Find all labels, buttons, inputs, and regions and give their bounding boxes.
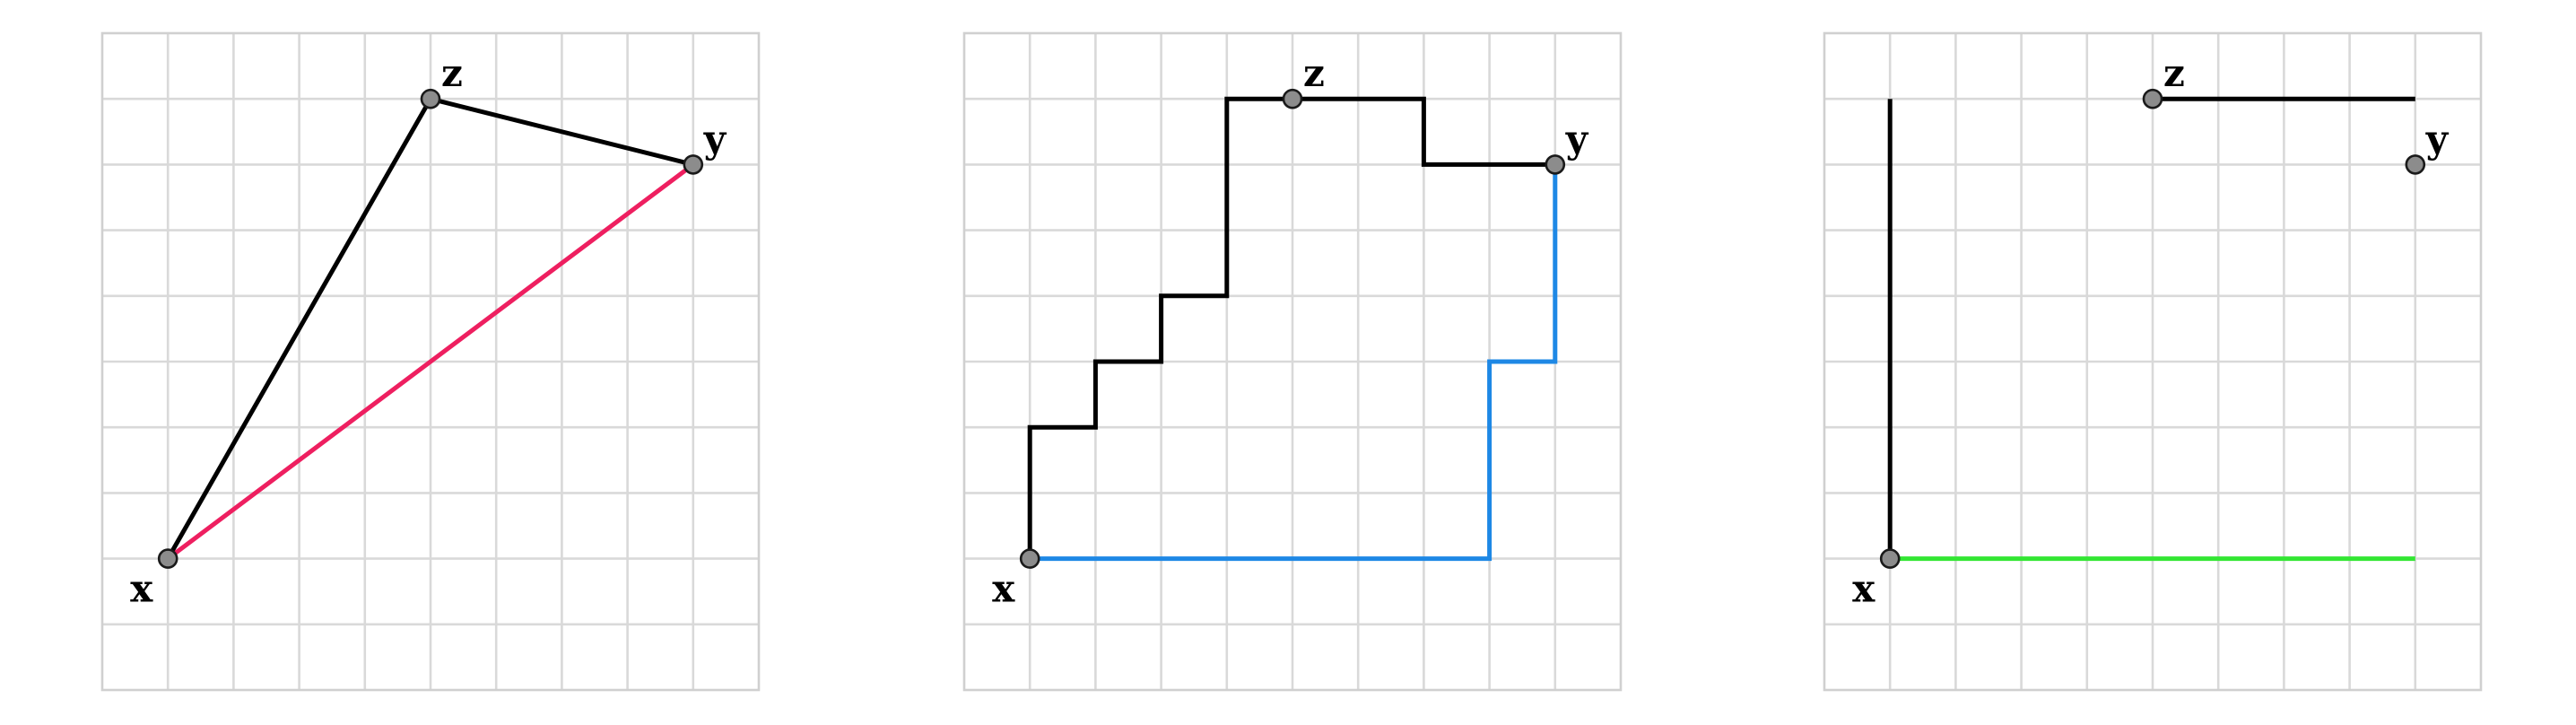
- grid: [100, 31, 761, 692]
- path-x-z: [166, 97, 433, 560]
- point-x-label: x: [130, 567, 153, 611]
- point-x-label: x: [992, 567, 1015, 611]
- panel-manhattan-paths: x y z: [962, 31, 1623, 692]
- point-y-label: y: [1565, 117, 1589, 161]
- grid-border: [100, 31, 761, 692]
- point-z-label: z: [1303, 51, 1325, 95]
- point-z-label: z: [441, 51, 463, 95]
- point-z-node: [420, 88, 441, 109]
- grid: [1823, 31, 2483, 692]
- path-x-y: [166, 162, 695, 561]
- point-x-node: [157, 548, 178, 569]
- point-y-node: [1545, 154, 1566, 175]
- point-z-node: [2142, 88, 2163, 109]
- point-x-node: [1019, 548, 1040, 569]
- grid-border: [962, 31, 1623, 692]
- point-x-label: x: [1852, 567, 1875, 611]
- point-y-label: y: [703, 117, 727, 161]
- blue-path-x-y: [1030, 164, 1558, 562]
- point-y-label: y: [2425, 117, 2450, 161]
- staircase-path-x-z-y: [1027, 96, 1555, 559]
- point-z-node: [1282, 88, 1303, 109]
- panel-axis-distance: x y z: [1823, 31, 2483, 692]
- path-z-y: [430, 96, 694, 167]
- point-z-label: z: [2163, 51, 2185, 95]
- grid-border: [1823, 31, 2483, 692]
- point-x-node: [1879, 548, 1901, 569]
- point-y-node: [683, 154, 704, 175]
- panel-triangle-inequality: x y z: [100, 31, 761, 692]
- point-y-node: [2405, 154, 2426, 175]
